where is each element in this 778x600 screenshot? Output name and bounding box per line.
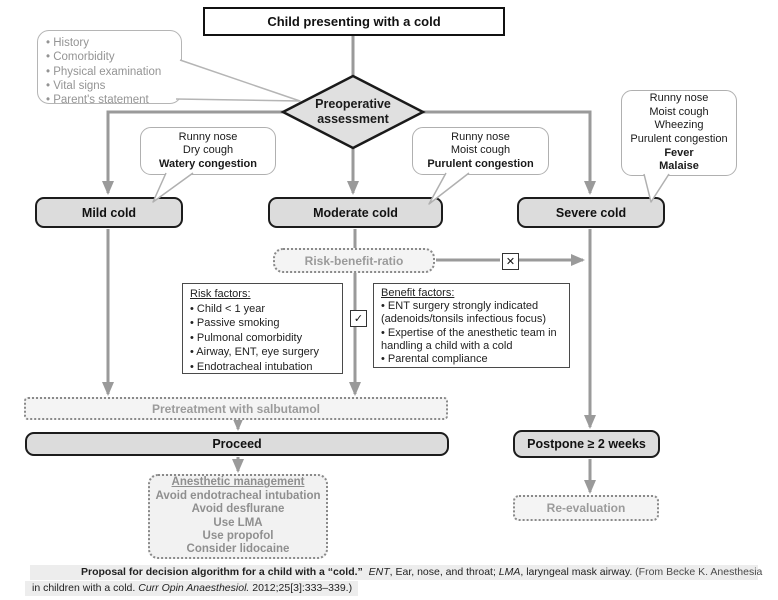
caption-title: Proposal for decision algorithm for a ch…	[81, 566, 363, 578]
anesthetic-item: Avoid desflurane	[191, 503, 285, 516]
anesthetic-management-box: Anesthetic management Avoid endotracheal…	[148, 474, 328, 559]
diamond-label-line2: assessment	[317, 112, 389, 126]
info-item-physical-exam: • Physical examination	[46, 65, 162, 78]
node-pretreatment-salbutamol: Pretreatment with salbutamol	[24, 397, 448, 420]
moderate-symptom-key: Purulent congestion	[427, 157, 534, 170]
assessment-info-callout: • History • Comorbidity • Physical exami…	[37, 30, 182, 107]
benefit-factor-item: • Expertise of the anesthetic team in ha…	[381, 326, 557, 352]
severe-symptom: Wheezing	[654, 119, 704, 132]
caption-abbrev-ent: ENT	[368, 566, 390, 578]
risk-factor-item: • Passive smoking	[190, 317, 280, 330]
caption-journal: Curr Opin Anaesthesiol.	[138, 582, 250, 594]
benefit-factors-box: Benefit factors: • ENT surgery strongly …	[373, 283, 570, 368]
anesthetic-title: Anesthetic management	[171, 476, 305, 489]
risk-factors-title: Risk factors:	[190, 288, 251, 300]
caption-source: in children with a cold.	[32, 582, 139, 594]
node-reevaluation: Re-evaluation	[513, 495, 659, 521]
positive-checkbox: ✓	[350, 310, 367, 327]
caption-text: , laryngeal mask airway.	[520, 566, 636, 578]
figure-caption-line2: in children with a cold. Curr Opin Anaes…	[25, 581, 359, 596]
risk-factor-item: • Endotracheal intubation	[190, 360, 313, 373]
figure-caption-line1: Proposal for decision algorithm for a ch…	[30, 565, 762, 580]
x-mark-icon: ✕	[505, 256, 516, 268]
risk-factor-item: • Child < 1 year	[190, 302, 266, 315]
node-postpone-2-weeks: Postpone ≥ 2 weeks	[513, 430, 660, 458]
info-callout-pointer	[175, 59, 301, 102]
benefit-factor-item: • ENT surgery strongly indicated (adenoi…	[381, 300, 547, 326]
risk-factors-box: Risk factors: • Child < 1 year • Passive…	[182, 283, 343, 374]
benefit-factors-title: Benefit factors:	[381, 287, 455, 299]
caption-source: (From Becke K. Anesthesia	[635, 566, 763, 578]
anesthetic-item: Use propofol	[202, 529, 274, 542]
benefit-factor-item: • Parental compliance	[381, 353, 488, 366]
moderate-symptoms-callout: Runny nose Moist cough Purulent congesti…	[412, 127, 549, 175]
node-risk-benefit-ratio: Risk-benefit-ratio	[273, 248, 435, 273]
moderate-symptom: Runny nose	[451, 130, 510, 143]
info-item-parents-statement: • Parent's statement	[46, 94, 149, 107]
caption-abbrev-lma: LMA	[498, 566, 521, 578]
severe-symptom-key: Malaise	[659, 160, 699, 173]
moderate-symptom: Moist cough	[450, 144, 511, 157]
node-preoperative-assessment: Preoperative assessment	[283, 77, 423, 147]
node-moderate-cold: Moderate cold	[268, 197, 443, 228]
node-proceed: Proceed	[25, 432, 449, 456]
severe-symptom: Runny nose	[649, 92, 709, 105]
anesthetic-item: Avoid endotracheal intubation	[155, 489, 321, 502]
negative-checkbox: ✕	[502, 253, 519, 270]
info-item-history: • History	[46, 37, 90, 49]
mild-symptom: Runny nose	[178, 130, 238, 143]
diamond-label-line1: Preoperative	[315, 97, 391, 111]
caption-text: , Ear, nose, and throat;	[389, 566, 499, 578]
mild-symptom: Dry cough	[182, 144, 234, 157]
node-severe-cold: Severe cold	[517, 197, 665, 228]
anesthetic-item: Use LMA	[213, 516, 263, 529]
severe-symptoms-callout: Runny nose Moist cough Wheezing Purulent…	[621, 90, 737, 176]
check-mark-icon: ✓	[353, 313, 364, 325]
severe-symptom: Purulent congestion	[630, 133, 728, 145]
risk-factor-item: • Airway, ENT, eye surgery	[190, 346, 319, 359]
severe-symptom-key: Fever	[664, 146, 694, 159]
anesthetic-item: Consider lidocaine	[186, 543, 290, 556]
node-mild-cold: Mild cold	[35, 197, 183, 228]
info-item-comorbidity: • Comorbidity	[46, 51, 115, 64]
info-item-vital-signs: • Vital signs	[46, 79, 106, 92]
risk-factor-item: • Pulmonal comorbidity	[190, 331, 303, 344]
severe-symptom: Moist cough	[649, 105, 709, 118]
mild-symptom-key: Watery congestion	[159, 157, 257, 170]
mild-symptoms-callout: Runny nose Dry cough Watery congestion	[140, 127, 276, 175]
caption-source: 2012;25[3]:333–339.)	[249, 582, 353, 594]
node-child-presenting-with-cold: Child presenting with a cold	[203, 7, 505, 36]
